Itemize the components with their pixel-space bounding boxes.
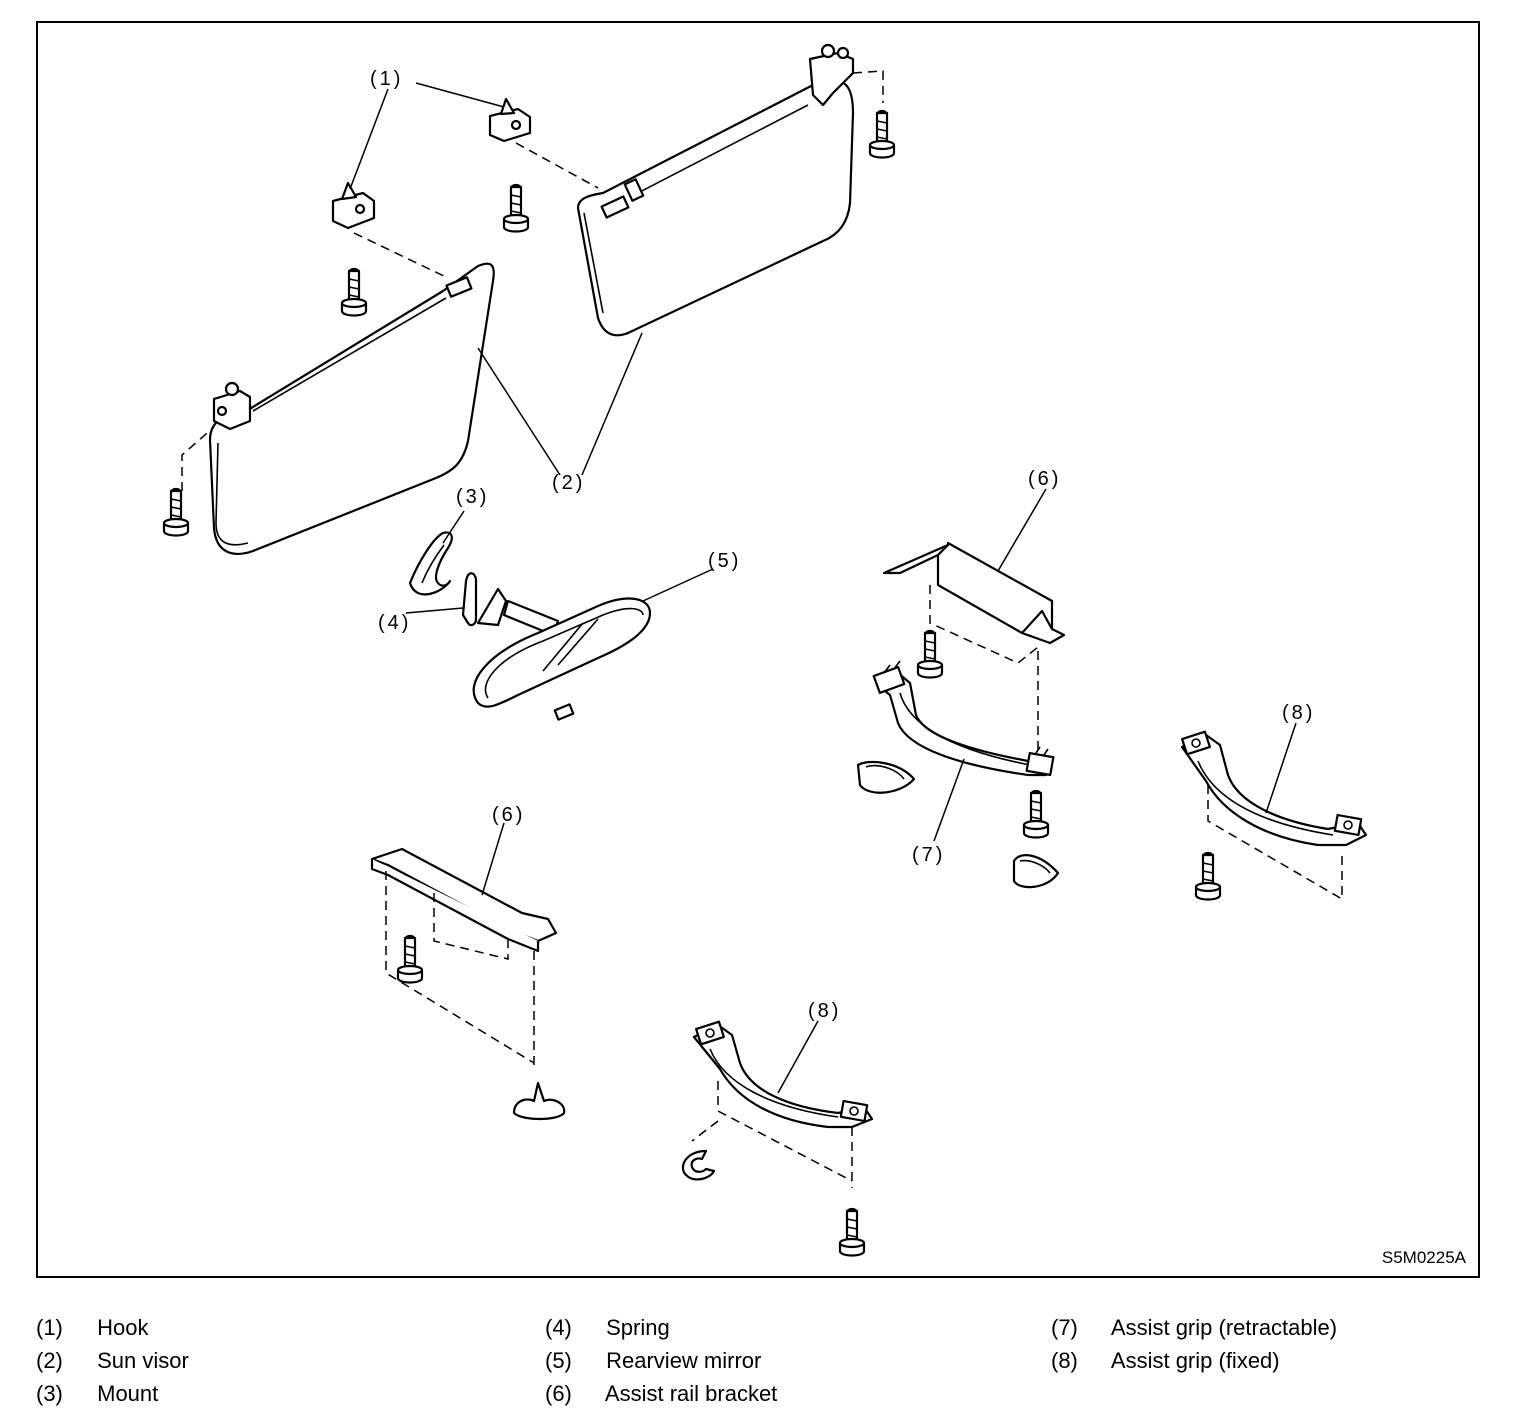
callout-6-lower: (6): [492, 804, 525, 826]
legend-number: (7): [1051, 1315, 1078, 1340]
screw-left-hook: [340, 267, 368, 317]
assist-rail-bracket-lower: [370, 847, 558, 1068]
clip-lower: [512, 1081, 566, 1121]
exploded-parts-diagram: (1) (2) (3) (4) (5) (6) (7) (8) (6) (8): [162, 43, 1368, 1257]
legend-label: Sun visor: [97, 1348, 189, 1373]
assist-grip-retractable: [872, 660, 1055, 777]
sun-visor-right: [576, 79, 855, 337]
screw-retractable-grip-upper: [916, 629, 944, 679]
screw-bracket-lower: [396, 934, 424, 984]
spring: [461, 572, 478, 627]
legend-item: (3) Mount: [36, 1381, 158, 1407]
hook-right: [488, 97, 532, 143]
callout-5: (5): [708, 550, 741, 572]
screw-right-visor: [868, 109, 896, 159]
screw-retractable-grip-lower: [1022, 789, 1050, 839]
parts-legend: (1) Hook (2) Sun visor (3) Mount (4) Spr…: [36, 1315, 1480, 1420]
legend-item: (7) Assist grip (retractable): [1051, 1315, 1337, 1341]
legend-label: Spring: [606, 1315, 670, 1340]
legend-label: Assist grip (fixed): [1110, 1348, 1280, 1373]
legend-label: Mount: [97, 1381, 159, 1406]
legend-number: (3): [36, 1381, 63, 1406]
sun-visor-left: [208, 262, 495, 555]
assist-rail-bracket-upper: [882, 541, 1066, 753]
grip-cover-right: [1012, 854, 1060, 889]
legend-item: (6) Assist rail bracket: [545, 1381, 777, 1407]
figure-code: S5M0225A: [1381, 1248, 1466, 1267]
hook-left: [331, 181, 376, 230]
legend-number: (4): [545, 1315, 572, 1340]
callout-2: (2): [552, 472, 585, 494]
callout-7: (7): [912, 844, 945, 866]
screw-left-visor: [162, 487, 190, 537]
assist-grip-fixed-bottom: [691, 1020, 874, 1188]
sun-visor-right-pivot: [808, 43, 855, 107]
legend-item: (1) Hook: [36, 1315, 148, 1341]
legend-item: (8) Assist grip (fixed): [1051, 1348, 1280, 1374]
legend-item: (5) Rearview mirror: [545, 1348, 761, 1374]
legend-number: (2): [36, 1348, 63, 1373]
callout-1: (1): [370, 68, 403, 90]
legend-number: (1): [36, 1315, 63, 1340]
grip-cover-left: [856, 760, 916, 794]
legend-number: (6): [545, 1381, 572, 1406]
callout-8-bottom: (8): [808, 1000, 841, 1022]
callout-3: (3): [456, 486, 489, 508]
legend-label: Assist rail bracket: [604, 1381, 778, 1406]
legend-label: Assist grip (retractable): [1110, 1315, 1338, 1340]
mount: [408, 531, 453, 596]
screw-fixed-grip-bottom: [838, 1207, 866, 1257]
legend-number: (5): [545, 1348, 572, 1373]
legend-item: (4) Spring: [545, 1315, 670, 1341]
legend-item: (2) Sun visor: [36, 1348, 189, 1374]
callout-6-upper: (6): [1028, 468, 1061, 490]
assist-grip-fixed-right: [1180, 730, 1368, 901]
c-clip: [681, 1149, 716, 1181]
legend-label: Hook: [97, 1315, 149, 1340]
callout-4: (4): [378, 612, 411, 634]
callout-8-right: (8): [1282, 702, 1315, 724]
legend-label: Rearview mirror: [606, 1348, 762, 1373]
sun-visor-left-pivot: [212, 381, 252, 431]
rearview-mirror: [472, 587, 652, 721]
diagram-frame: (1) (2) (3) (4) (5) (6) (7) (8) (6) (8) …: [36, 21, 1480, 1278]
legend-number: (8): [1051, 1348, 1078, 1373]
screw-right-hook: [502, 183, 530, 233]
screw-fixed-grip-right: [1194, 851, 1222, 901]
